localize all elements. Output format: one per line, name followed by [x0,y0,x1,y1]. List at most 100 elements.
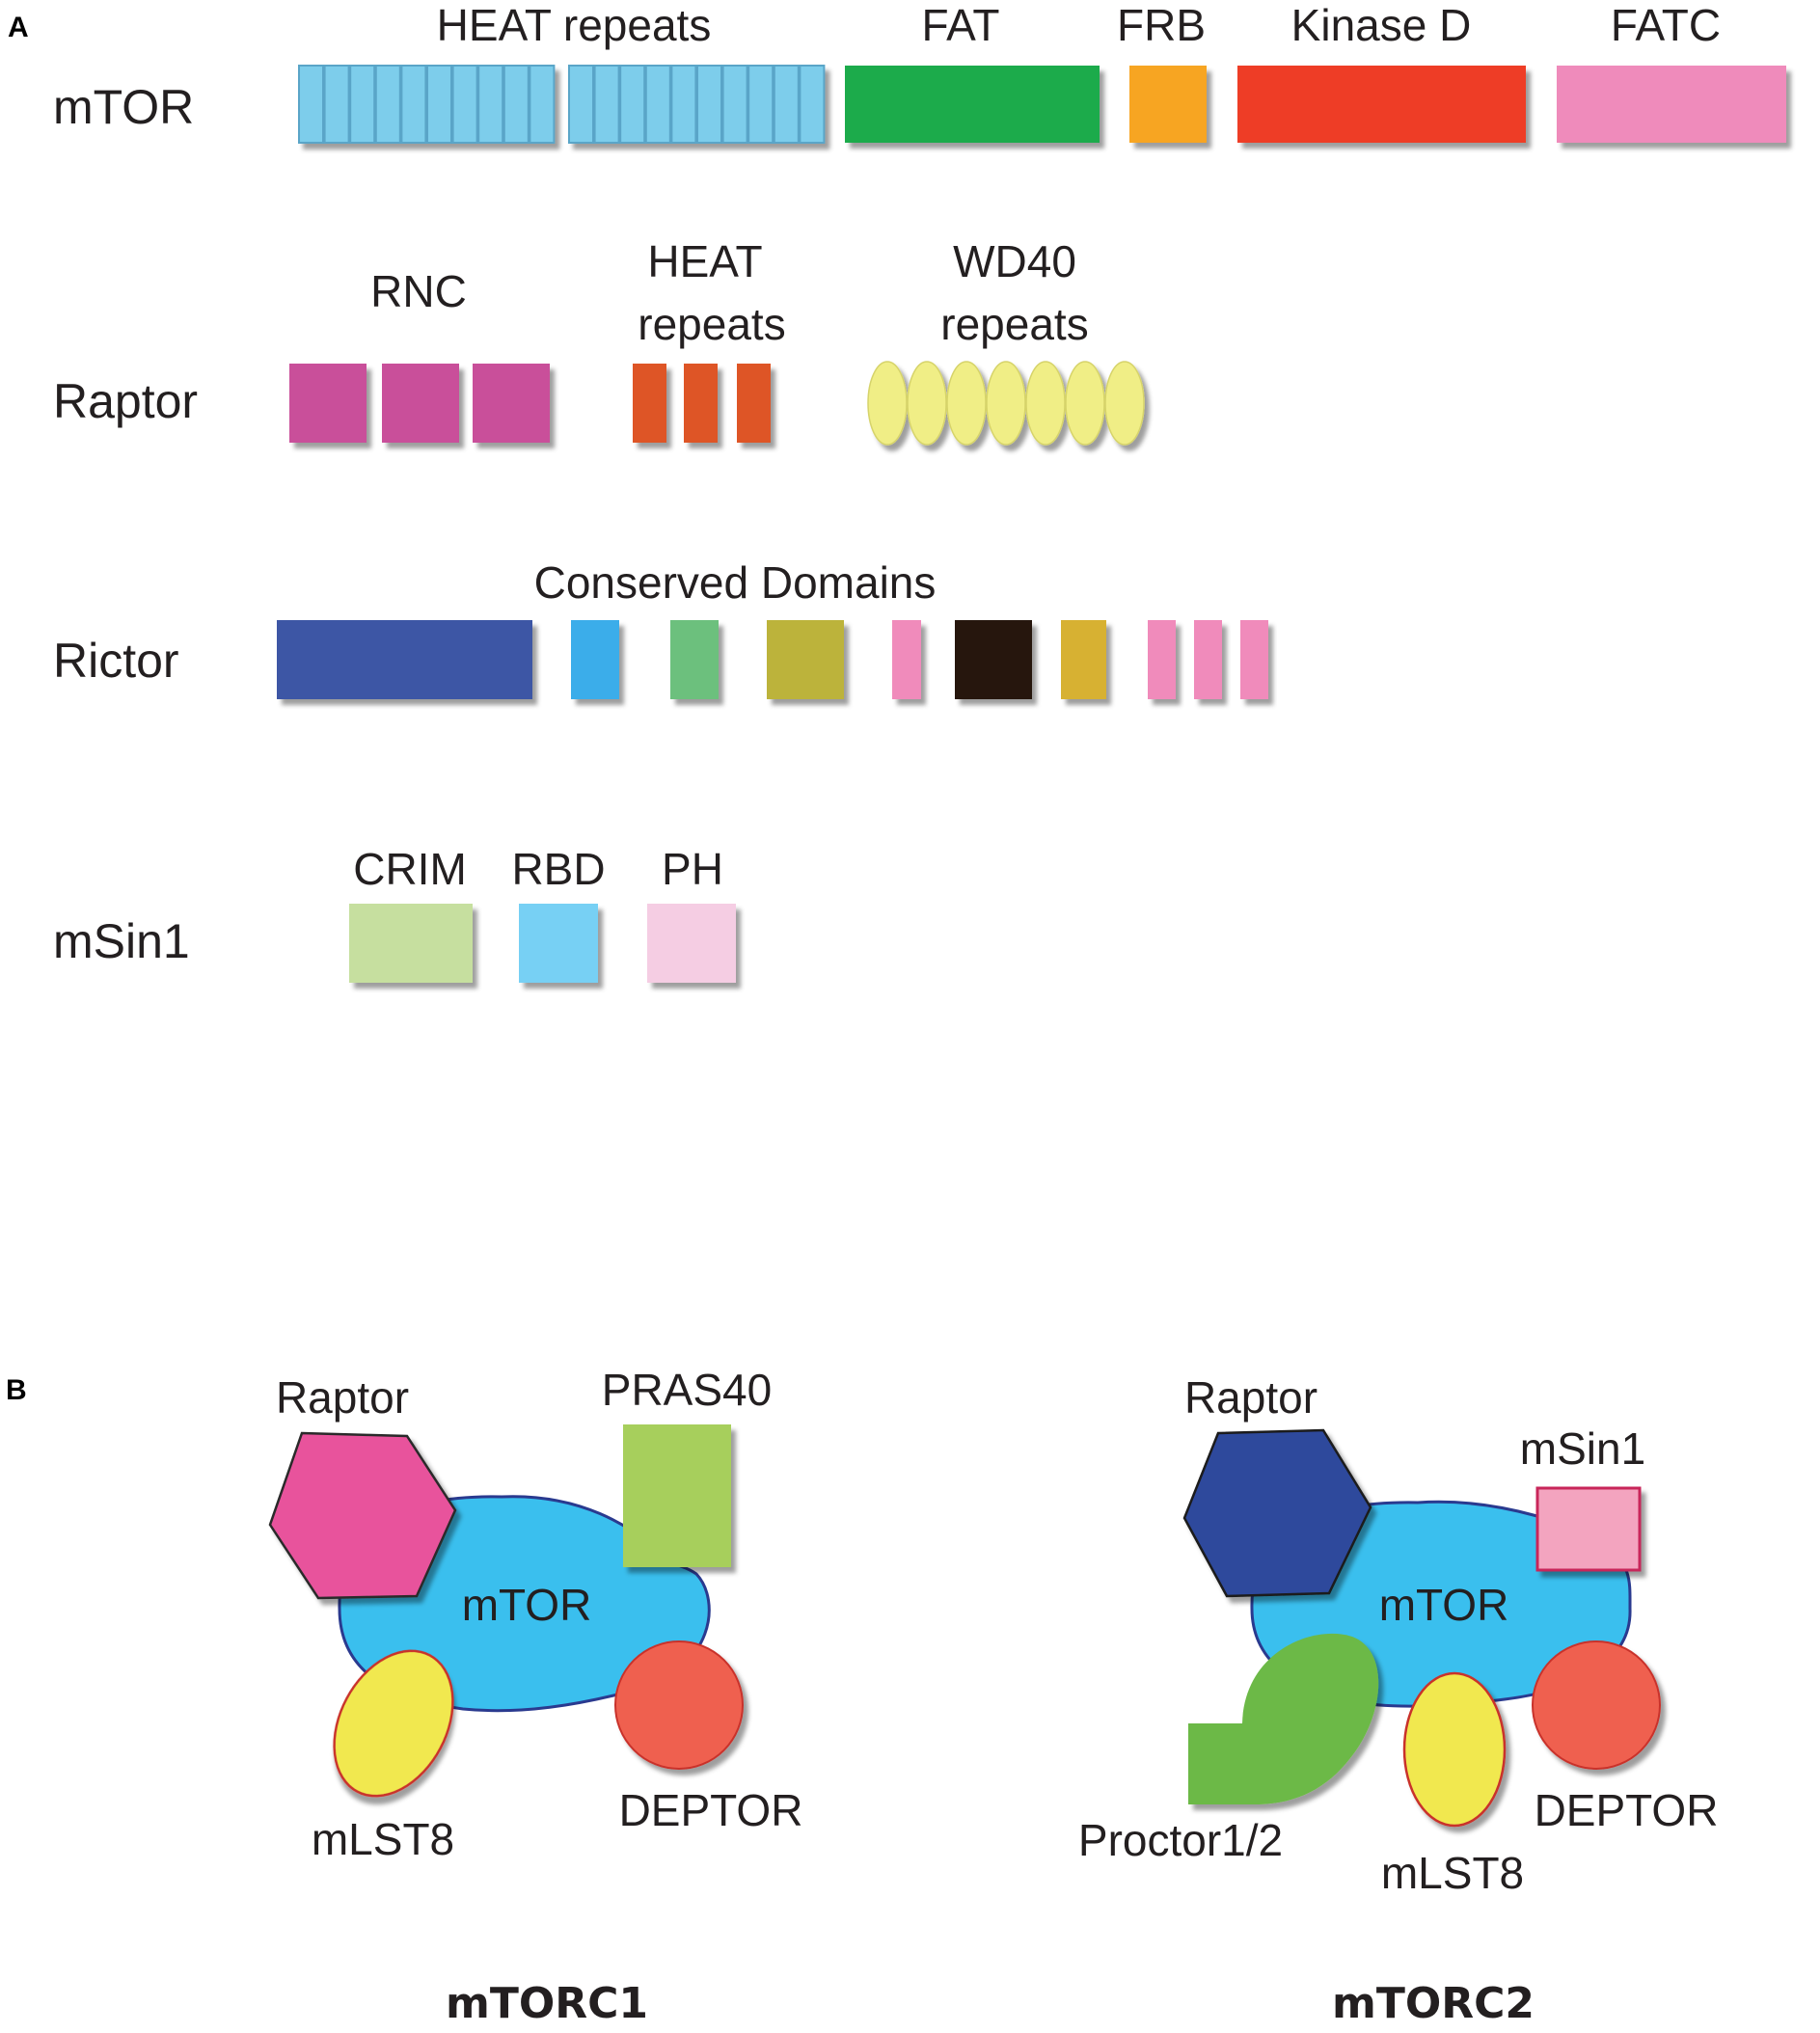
msin1-rbd-domain [519,904,598,983]
raptor-heat-block-3 [737,364,771,443]
mtorc1-pras40 [623,1424,731,1567]
mtorc2-deptor [1532,1640,1661,1770]
mtorc2-raptor-label: Raptor [1184,1372,1317,1423]
mtor-frb-domain [1129,66,1207,143]
label-wd40-repeats: repeats [940,299,1088,349]
rictor-domain-track: Rictor Conserved Domains [53,557,1307,699]
mtorc2-title: mTORC2 [1332,1979,1535,2028]
mtor-heat-repeat-13 [619,65,646,144]
raptor-rnc-block-1 [289,364,367,443]
mtorc1-mtor-label: mTOR [462,1580,592,1630]
mtorc1-pras40-label: PRAS40 [602,1365,772,1415]
mtor-heat-repeat-19 [773,65,800,144]
mtorc2-mlst8 [1402,1671,1507,1828]
mtorc1-title: mTORC1 [446,1979,648,2028]
label-fat: FAT [922,0,1000,50]
rictor-domain-7 [1061,620,1106,699]
msin1-ph-domain [647,904,736,983]
msin1-crim-domain [349,904,473,983]
mtor-heat-repeat-8 [477,65,504,144]
mtorc1-complex: mTOR Raptor PRAS40 mLST8 DEPTOR mTORC1 [268,1365,803,2028]
msin1-domain-track: mSin1 CRIM RBD PH [53,844,828,983]
label-heat-repeats: HEAT repeats [437,0,712,50]
rictor-domain-5 [892,620,921,699]
label-raptor-heat-repeats: repeats [638,299,785,349]
mtor-fat-domain [845,66,1100,143]
raptor-wd40-repeat-1 [867,361,908,446]
raptor-wd40-repeat-6 [1065,361,1105,446]
rictor-domain-8 [1148,620,1176,699]
mtorc2-raptor [1182,1428,1372,1598]
mtor-heat-repeat-2 [323,65,350,144]
mtorc2-proctor [1188,1633,1379,1804]
mtorc2-msin1-label: mSin1 [1520,1423,1645,1474]
mtor-heat-repeat-11 [568,65,594,144]
mtorc1-deptor-label: DEPTOR [619,1785,803,1835]
mtorc1-raptor [268,1431,457,1600]
protein-name-mtor: mTOR [53,80,194,134]
label-rnc: RNC [370,266,467,316]
raptor-wd40-repeats [867,361,1145,446]
mtor-heat-repeat-3 [349,65,376,144]
protein-name-msin1: mSin1 [53,914,190,968]
mtor-heat-repeat-12 [593,65,620,144]
mtor-heat-repeats [298,65,826,144]
mtor-kinase-domain [1237,66,1526,143]
label-kinase-d: Kinase D [1291,0,1472,50]
mtor-heat-repeat-15 [670,65,697,144]
mtor-heat-repeat-20 [799,65,826,144]
panel-b-letter: B [6,1374,27,1406]
mtorc1-mlst8 [333,1649,454,1798]
rictor-domain-2 [571,620,619,699]
label-ph: PH [662,844,723,894]
raptor-rnc-block-2 [382,364,459,443]
protein-name-raptor: Raptor [53,374,198,428]
rictor-domain-6 [955,620,1032,699]
mtor-domain-track: mTOR HEAT repeats FAT FRB Kinase D FATC [53,0,1794,144]
raptor-heat-block-1 [633,364,666,443]
mtor-heat-repeat-14 [644,65,671,144]
label-raptor-heat: HEAT [647,236,762,286]
label-rbd: RBD [511,844,605,894]
mtorc2-deptor-label: DEPTOR [1535,1785,1719,1835]
protein-name-rictor: Rictor [53,634,179,688]
mtor-heat-repeat-5 [400,65,427,144]
rictor-domain-1 [277,620,532,699]
mtorc2-mtor-label: mTOR [1379,1580,1509,1630]
mtor-heat-repeat-9 [503,65,530,144]
mtorc1-deptor [614,1640,744,1770]
mtorc1-raptor-label: Raptor [276,1372,409,1423]
mtor-heat-repeat-17 [721,65,748,144]
raptor-wd40-repeat-3 [946,361,987,446]
raptor-heat-block-2 [684,364,718,443]
raptor-domain-track: Raptor RNC HEAT repeats WD40 repeats [53,236,1154,446]
mtorc2-proctor-label: Proctor1/2 [1078,1815,1283,1865]
label-frb: FRB [1117,0,1206,50]
raptor-wd40-repeat-7 [1104,361,1145,446]
mtor-heat-repeat-7 [451,65,478,144]
label-crim: CRIM [353,844,467,894]
rictor-conserved-domains [277,620,1268,699]
mtorc2-complex: mTOR Raptor mSin1 Proctor1/2 mLST8 DEPTO… [1078,1372,1719,2028]
label-fatc: FATC [1611,0,1721,50]
mtorc1-mlst8-label: mLST8 [312,1814,454,1864]
mtor-heat-repeat-4 [374,65,401,144]
mtor-heat-repeat-10 [529,65,556,144]
mtor-heat-repeat-16 [696,65,722,144]
raptor-wd40-repeat-2 [907,361,947,446]
raptor-wd40-repeat-5 [1025,361,1066,446]
mtorc2-mlst8-label: mLST8 [1381,1848,1524,1898]
mtor-fatc-domain [1557,66,1786,143]
panel-a-letter: A [8,12,29,43]
mtor-heat-repeat-18 [747,65,774,144]
label-conserved-domains: Conserved Domains [534,557,937,608]
rictor-domain-10 [1240,620,1268,699]
mtorc2-msin1 [1535,1486,1642,1572]
label-wd40: WD40 [953,236,1076,286]
raptor-rnc-block-3 [473,364,550,443]
rictor-domain-4 [767,620,844,699]
mtor-heat-repeat-1 [298,65,324,144]
raptor-wd40-repeat-4 [986,361,1026,446]
mtor-heat-repeat-6 [426,65,452,144]
